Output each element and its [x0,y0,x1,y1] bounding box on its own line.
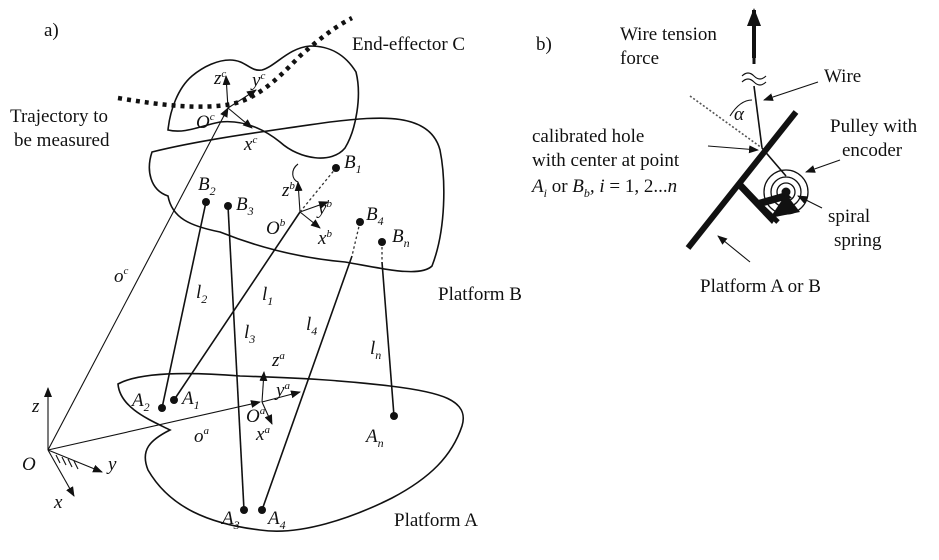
world-origin-label: O [22,454,36,475]
wire-reference-line [689,95,763,149]
spring-label-line1: spiral [828,206,870,227]
vector-oc [47,107,229,451]
pulley-label-line1: Pulley with [830,116,918,137]
end-effector-outline [167,45,360,159]
vector-oa-label: oa [194,425,210,447]
frame-b: zb yb xb Ob [266,163,332,249]
trajectory-label-line2: be measured [14,130,110,151]
point-bn [378,238,386,246]
frame-a-y-label: ya [274,380,290,401]
pointer-hole [707,145,759,154]
frame-c-origin-label: Oc [196,111,215,133]
frame-b-origin-label: Ob [266,217,286,239]
panel-b-label: b) [536,34,552,55]
wire-ln [381,261,395,417]
label-b4: B4 [366,204,384,228]
label-l1: l1 [262,284,273,308]
trajectory-curve [117,15,354,109]
wire-l2 [161,201,207,409]
frame-b-y-label: yb [316,198,332,219]
label-l4: l4 [306,314,317,338]
end-effector-label: End-effector C [352,34,465,55]
hole-label-line3: Ai or Bb, i = 1, 2...n [530,176,677,200]
link-a1-b1-dotted [299,167,337,213]
label-an: An [364,426,384,450]
vector-oa [47,400,261,451]
point-a2 [158,404,166,412]
bracket-arm [736,182,780,224]
pointer-platform [717,235,751,263]
frame-a-origin-label: Oa [246,405,266,427]
label-b1: B1 [344,152,362,176]
point-a1 [170,396,178,404]
trajectory-label-line1: Trajectory to [10,106,108,127]
tension-label-line1: Wire tension [620,24,717,45]
frame-b-z-label: zb [281,180,295,201]
break-symbol [741,72,767,86]
pointer-wire [763,81,819,101]
alpha-label: α [734,104,745,125]
point-b3 [224,202,232,210]
wire-l3 [227,205,245,511]
frame-c: zc yc xc Oc [196,68,265,155]
wire-segment [753,85,763,149]
wire-l1 [173,211,301,401]
vector-oc-label: oc [114,265,129,287]
frame-a-z-label: za [271,350,285,371]
world-frame: O z y x [22,387,117,513]
frame-c-z-label: zc [213,68,226,89]
pointer-pulley [805,159,841,173]
platform-plate [685,110,799,250]
label-b3: B3 [236,194,254,218]
pulley-label-line2: encoder [842,140,903,161]
platform-b-outline [148,117,445,273]
point-b1 [332,164,340,172]
point-a3 [240,506,248,514]
platform-a-label: Platform A [394,510,478,531]
frame-a: za ya xa Oa [246,350,301,445]
pointer-spring [797,195,823,209]
label-a4: A4 [266,508,286,532]
pulley-encoder-icon [763,169,809,218]
label-a2: A2 [130,390,150,414]
platform-a-outline [117,372,465,532]
label-l3: l3 [244,322,255,346]
panel-a-label: a) [44,20,59,41]
point-b4 [356,218,364,226]
label-l2: l2 [196,282,207,306]
hole-label-line1: calibrated hole [532,126,644,147]
point-a4 [258,506,266,514]
link-b4-dotted [351,221,361,257]
label-bn: Bn [392,226,410,250]
hole-label-line2: with center at point [532,150,680,171]
label-a3: A3 [220,508,240,532]
frame-a-x-label: xa [255,424,270,445]
wire-label: Wire [824,66,861,87]
alpha-angle-arc [729,99,753,117]
frame-c-x-label: xc [243,134,257,155]
wire-l4 [261,255,353,511]
frame-c-y-label: yc [250,70,265,91]
world-y-label: y [106,454,117,475]
frame-b-x-label: xb [317,228,332,249]
platform-b-label: Platform B [438,284,522,305]
label-a1: A1 [180,388,200,412]
tension-label-line2: force [620,48,659,69]
label-ln: ln [370,338,381,362]
point-b2 [202,198,210,206]
label-b2: B2 [198,174,216,198]
spring-label-line2: spring [834,230,882,251]
point-an [390,412,398,420]
pulley-bracket [736,180,792,224]
world-z-label: z [31,396,40,417]
world-x-label: x [53,492,63,513]
platform-ab-label: Platform A or B [700,276,821,297]
